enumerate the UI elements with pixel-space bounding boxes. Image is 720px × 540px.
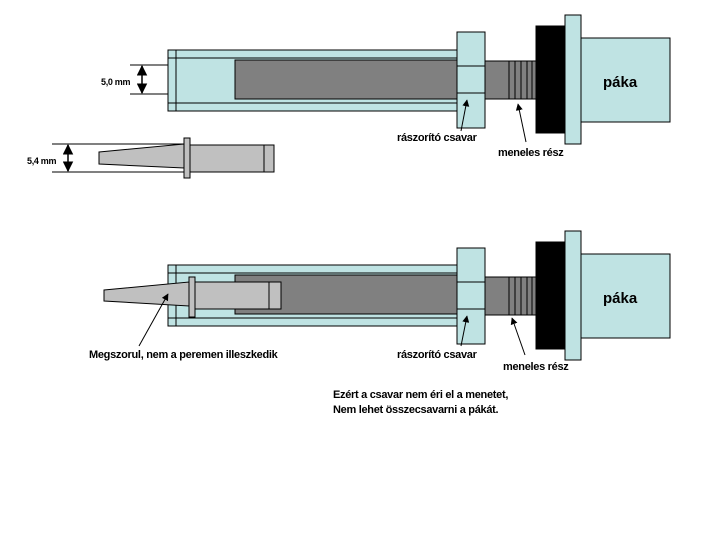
bottom-screw-label: rászorító csavar bbox=[397, 349, 478, 361]
note-line-1: Ezért a csavar nem éri el a menetet, bbox=[333, 389, 508, 401]
bottom-threaded-shaft bbox=[484, 276, 538, 316]
bottom-thread-label: meneles rész bbox=[503, 361, 569, 373]
bottom-assembly: páka Megszorul, nem a peremen illeszkedi… bbox=[89, 230, 671, 373]
top-clamp-nut bbox=[456, 31, 486, 129]
bottom-iron-body bbox=[580, 253, 671, 339]
top-heating-element bbox=[234, 59, 461, 100]
top-iron-body bbox=[580, 37, 671, 123]
bottom-black-collar bbox=[535, 241, 567, 350]
top-black-collar bbox=[535, 25, 567, 134]
top-paka-label: páka bbox=[603, 74, 638, 91]
top-screw-label: rászorító csavar bbox=[397, 132, 478, 144]
top-flange bbox=[564, 14, 582, 145]
top-thread-label: meneles rész bbox=[498, 147, 564, 159]
note-line-2: Nem lehet összecsavarni a pákát. bbox=[333, 404, 499, 416]
bottom-paka-label: páka bbox=[603, 290, 638, 307]
tip-diameter-label: 5,4 mm bbox=[27, 156, 57, 166]
bottom-flange bbox=[564, 230, 582, 361]
stuck-label: Megszorul, nem a peremen illeszkedik bbox=[89, 349, 279, 361]
top-assembly: páka 5,0 mm rászorító csavar meneles rés… bbox=[101, 14, 671, 159]
inner-diameter-label: 5,0 mm bbox=[101, 77, 131, 87]
bottom-clamp-nut bbox=[456, 247, 486, 345]
top-threaded-shaft bbox=[484, 60, 538, 100]
loose-soldering-tip: 5,4 mm bbox=[27, 137, 275, 179]
